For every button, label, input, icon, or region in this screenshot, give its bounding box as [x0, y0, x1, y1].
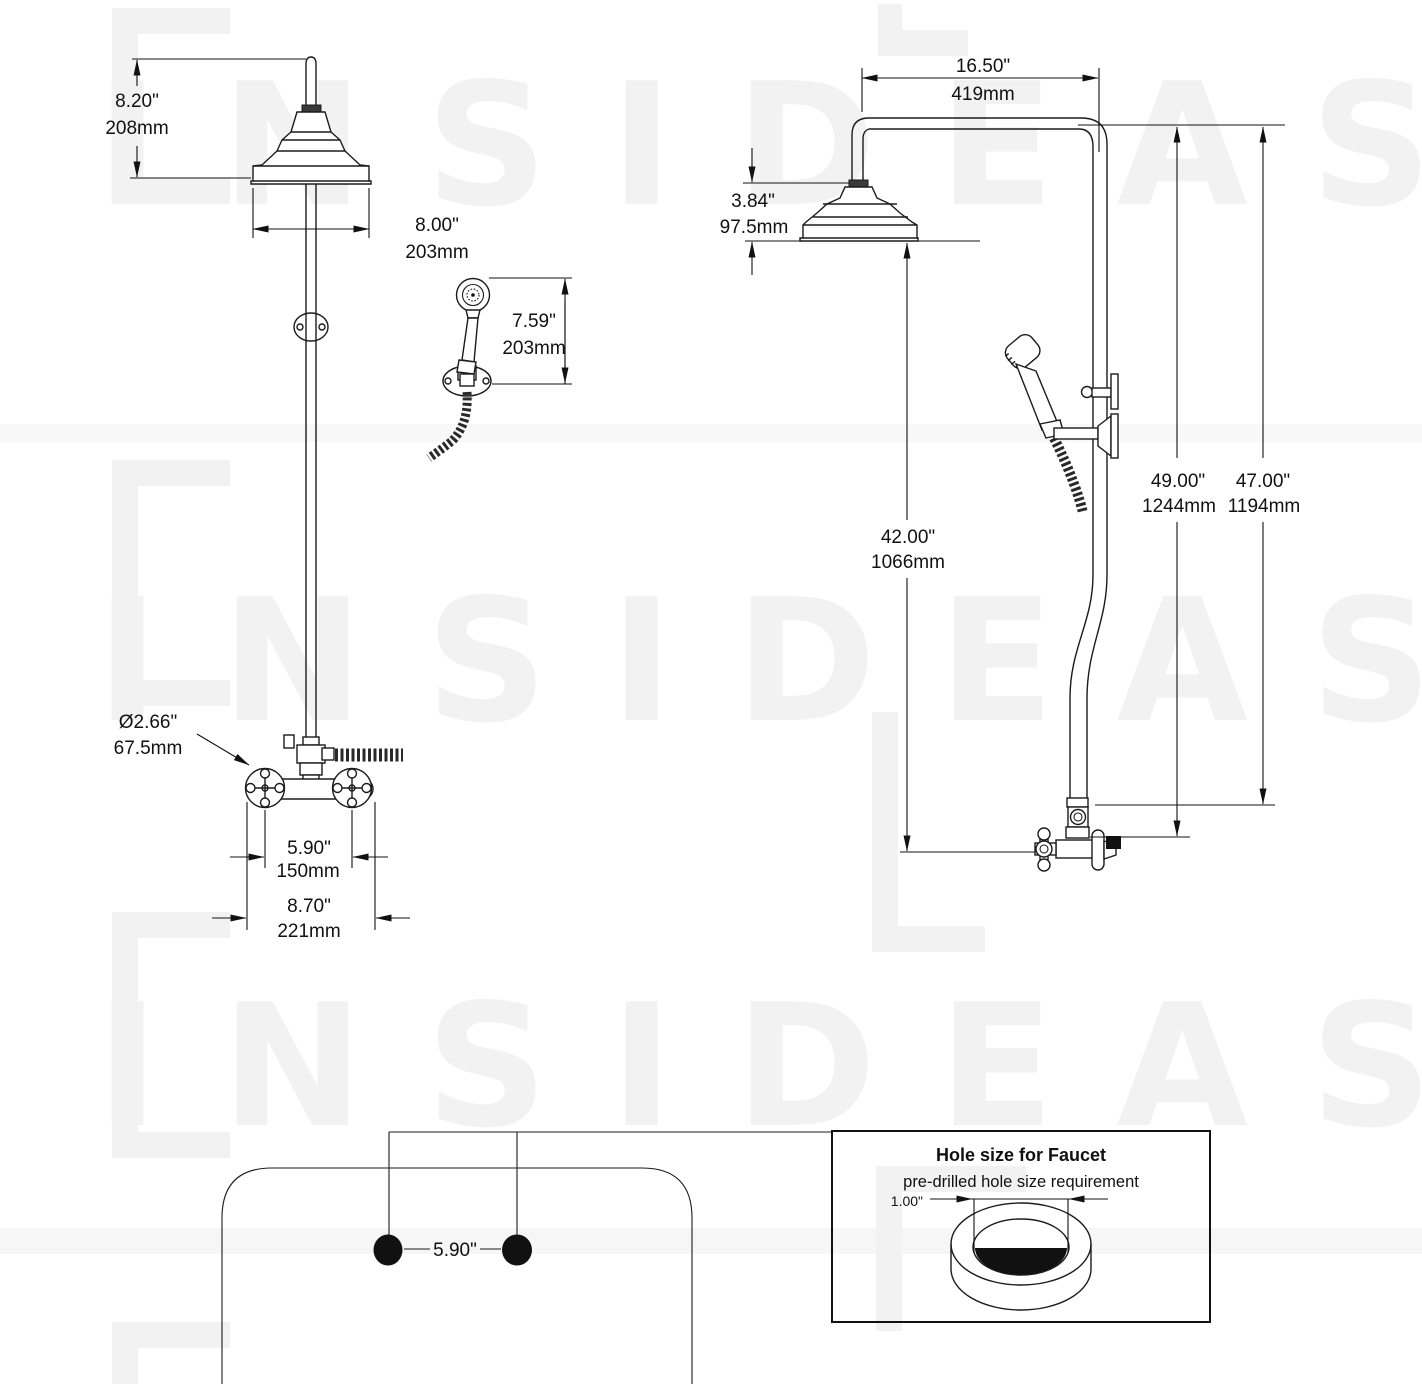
dim-centers-mm: 150mm: [276, 861, 339, 882]
dim-arm-reach: 16.50" 419mm: [861, 56, 1100, 152]
shower-arm-inner-left: [862, 128, 870, 187]
mixer-valve: [244, 767, 374, 809]
dim-tub-holes-inches: 5.90": [433, 1240, 477, 1261]
dim-hole-diameter: 1.00": [891, 1193, 1108, 1253]
hand-shower-head-side: [1004, 333, 1041, 370]
valve-body-side: [1055, 839, 1094, 859]
dim-drop-inches: 42.00": [881, 527, 935, 548]
dim-union-height: 47.00" 1194mm: [1095, 126, 1301, 806]
dim-arm-mm: 419mm: [951, 84, 1014, 105]
shower-head: [250, 111, 372, 185]
tub-plan: 5.90": [221, 1131, 832, 1384]
watermark-bracket-icon: [112, 912, 230, 938]
supply-valve: [1034, 797, 1121, 872]
dim-hand-mm: 203mm: [502, 338, 565, 359]
shower-head-side: [799, 186, 919, 242]
dim-handle-mm: 67.5mm: [114, 738, 183, 759]
watermark-text-row: INSIDEAST: [96, 968, 1422, 1166]
dim-total-mm: 1244mm: [1142, 496, 1216, 517]
diverter-tee: [283, 734, 403, 776]
hand-shower-hose-side: [1049, 435, 1088, 515]
watermark-bracket-icon: [112, 178, 230, 204]
shower-arm-outer: [851, 117, 1108, 798]
dim-handle-centers: 5.90" 150mm: [230, 810, 388, 882]
watermark-bracket-icon: [112, 1322, 230, 1348]
dim-riser-inches: 8.20": [115, 91, 159, 112]
dim-drop-mm: 1066mm: [871, 552, 945, 573]
hand-shower-handle: [461, 317, 479, 363]
watermark-bracket-icon: [112, 912, 138, 1158]
hole-callout-box: Hole size for Faucet pre-drilled hole si…: [831, 1130, 1211, 1323]
watermark-bracket-icon: [872, 712, 898, 952]
tub-outline: [221, 1167, 693, 1384]
watermark-bracket-icon: [876, 1166, 1026, 1192]
head-collar: [301, 104, 322, 113]
drilled-hole: [975, 1248, 1067, 1275]
shower-arm-inner: [869, 128, 1094, 798]
holder-cone: [1097, 414, 1112, 458]
hand-shower-neck: [465, 309, 481, 319]
dim-handle-diameter: Ø2.66" 67.5mm: [114, 712, 250, 766]
riser-pipe: [305, 56, 317, 737]
dim-head-height-inches: 3.84": [731, 191, 775, 212]
dim-hand-shower: 7.59" 203mm: [489, 277, 572, 385]
callout-subtitle: pre-drilled hole size requirement: [903, 1173, 1139, 1191]
watermark-bracket-icon: [112, 8, 230, 34]
hand-shower-handle-side: [1014, 362, 1059, 431]
watermark-bracket-icon: [112, 460, 230, 486]
dim-head-width-inches: 8.00": [415, 215, 459, 236]
dim-head-height-mm: 97.5mm: [720, 217, 789, 238]
watermark-text-row: INSIDEAST: [96, 563, 1422, 761]
watermark-bracket-icon: [112, 460, 138, 706]
dim-head-to-valve: 42.00" 1066mm: [871, 240, 1035, 853]
faucet-hole-right: [502, 1234, 532, 1266]
hand-shower-side: [1004, 333, 1119, 515]
hook-pin: [1080, 385, 1094, 399]
dim-arm-inches: 16.50": [956, 56, 1010, 77]
front-view: 8.20" 208mm 8.00" 203mm 7.59" 203mm: [105, 56, 572, 942]
dim-handle-inches: Ø2.66": [119, 712, 178, 733]
hose-nut: [459, 373, 475, 387]
callout-border: [831, 1130, 1211, 1323]
holder-wall-plate: [1110, 413, 1119, 459]
faucet-hole-left: [373, 1234, 403, 1266]
dim-head-width: 8.00" 203mm: [252, 188, 469, 263]
dim-head-width-mm: 203mm: [405, 242, 468, 263]
hook-wall-plate: [1110, 373, 1119, 410]
dim-hole-dia-inches: 1.00": [891, 1193, 923, 1209]
cross-handle-right: [331, 767, 373, 809]
dim-union-inches: 47.00": [1236, 471, 1290, 492]
dim-valve-width-mm: 221mm: [277, 921, 340, 942]
dim-head-height: 3.84" 97.5mm: [720, 148, 850, 275]
hand-shower: [426, 277, 492, 462]
watermark-bracket-icon: [112, 680, 230, 706]
callout-title: Hole size for Faucet: [936, 1145, 1106, 1165]
dim-total-height: 49.00" 1244mm: [1090, 126, 1216, 838]
watermark-bracket-icon: [112, 1132, 230, 1158]
watermark-band: [0, 1228, 1422, 1254]
dim-hand-inches: 7.59": [512, 311, 556, 332]
watermark-bracket-icon: [878, 30, 968, 56]
union-nut: [1066, 797, 1089, 808]
valve-wall-flange: [1091, 829, 1105, 871]
head-collar-side: [848, 179, 869, 188]
cross-handle-left: [244, 767, 286, 809]
dim-riser: 8.20" 208mm: [105, 58, 306, 179]
dim-valve-width: 8.70" 221mm: [212, 802, 410, 942]
dim-total-inches: 49.00": [1151, 471, 1205, 492]
watermark-bracket-icon: [876, 1166, 902, 1331]
holder-arm: [1053, 427, 1099, 440]
hole-ring-illustration: [950, 1202, 1092, 1311]
dim-centers-inches: 5.90": [287, 838, 331, 859]
side-view: 16.50" 419mm 3.84" 97.5mm 42.00" 1066mm: [720, 56, 1301, 872]
dim-riser-mm: 208mm: [105, 118, 168, 139]
cross-handle-side: [1035, 827, 1053, 872]
threaded-outlet: [1106, 836, 1121, 849]
pipe-wall-flange: [293, 312, 329, 342]
dim-union-mm: 1194mm: [1228, 496, 1301, 517]
watermark-bracket-icon: [872, 926, 985, 952]
hand-shower-hose: [426, 391, 472, 462]
dim-valve-width-inches: 8.70": [287, 896, 331, 917]
